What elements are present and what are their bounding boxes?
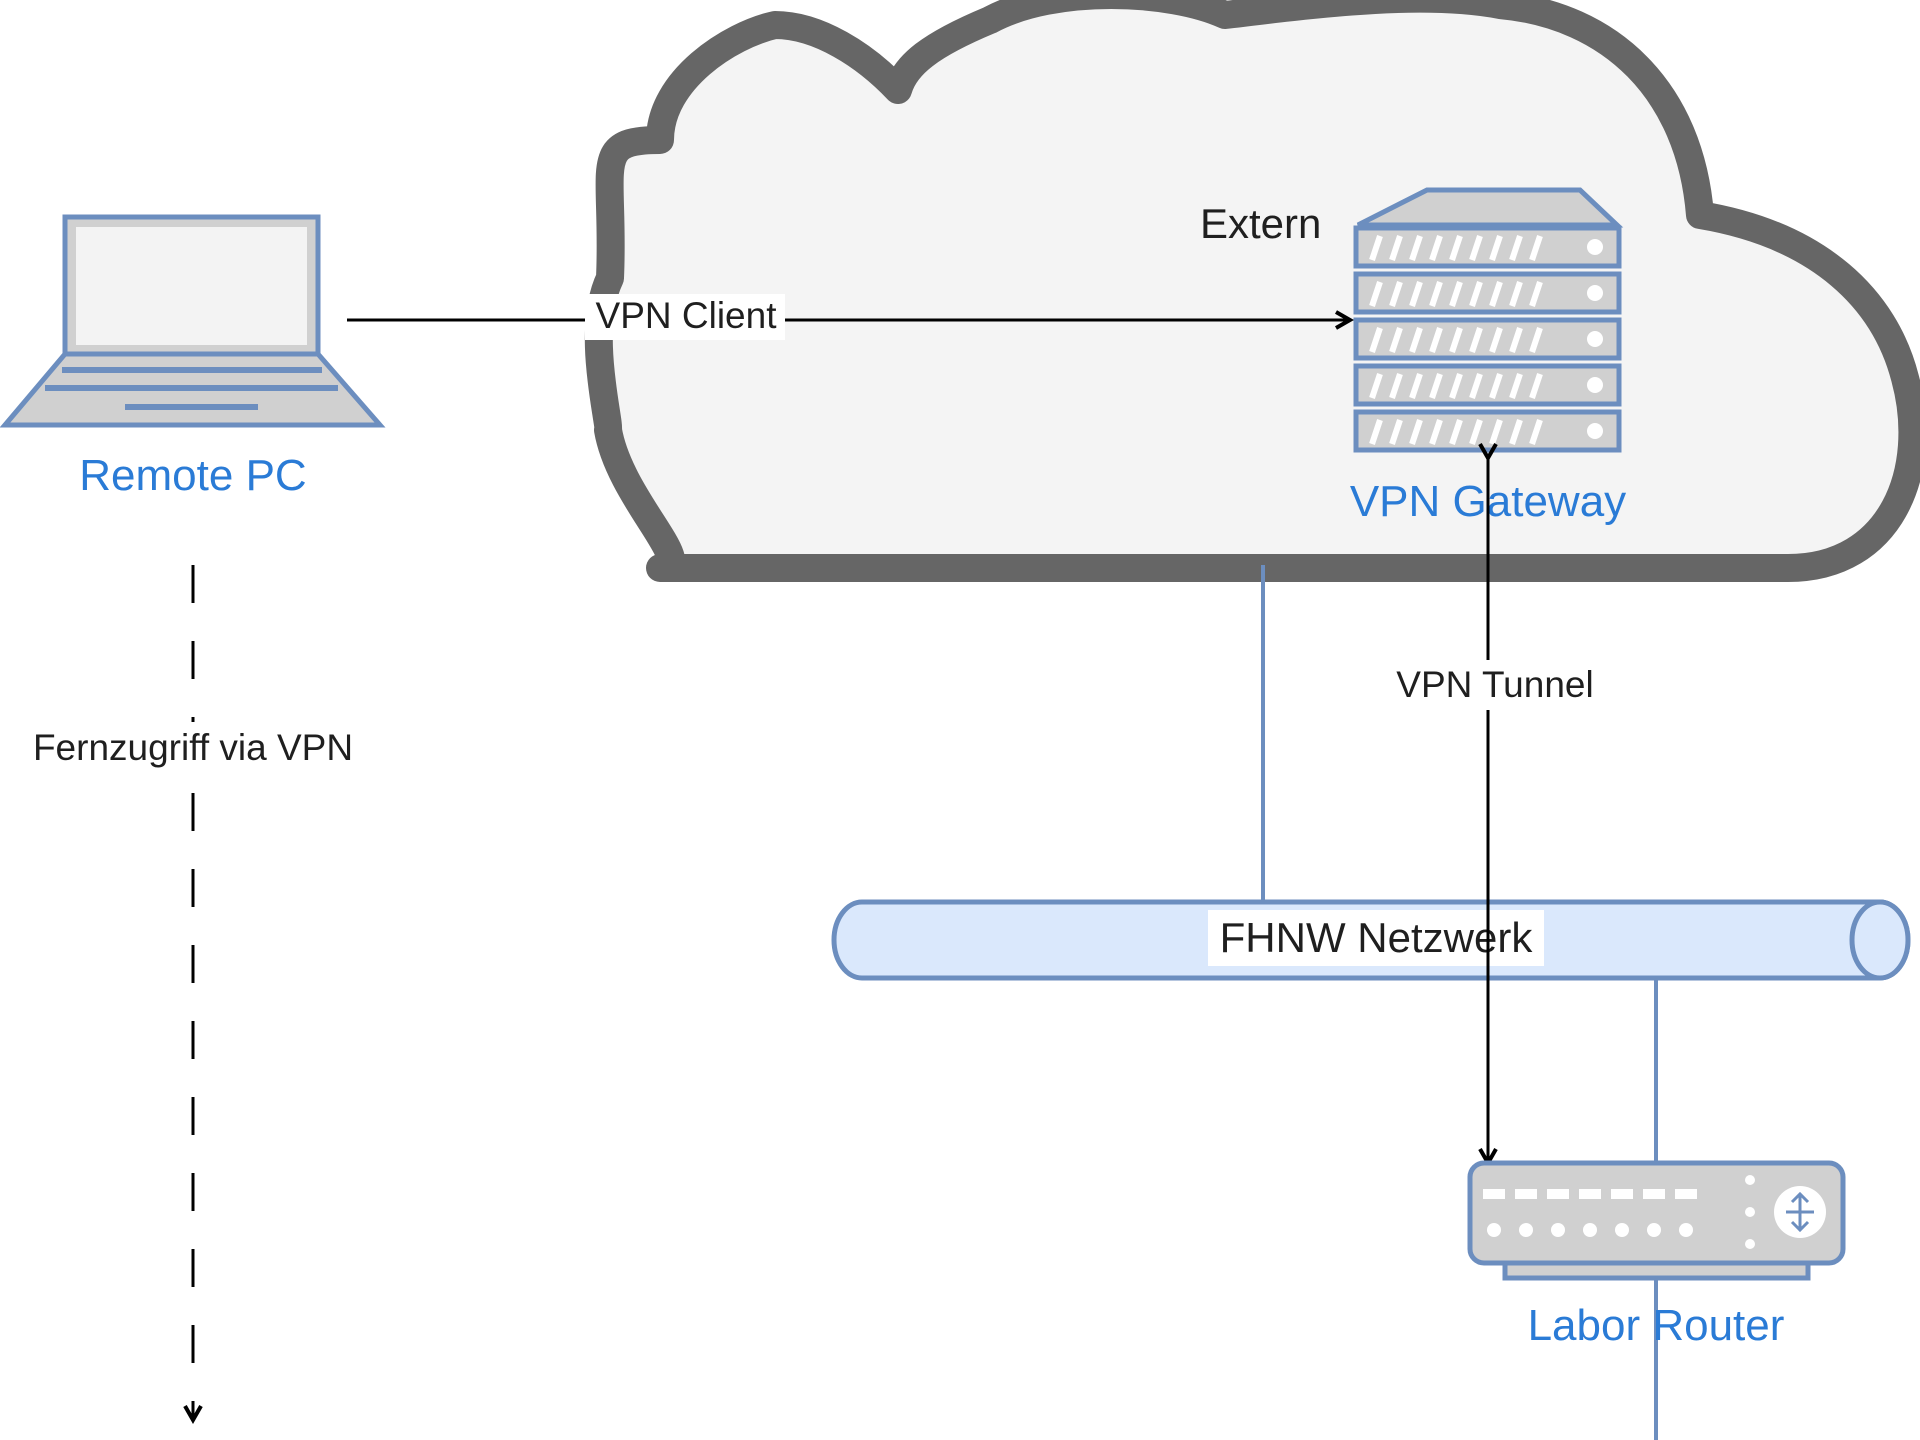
vpn-tunnel-edge: VPN Tunnel xyxy=(1385,458,1605,1163)
cloud-label: Extern xyxy=(1200,200,1321,247)
router-icon xyxy=(1467,1160,1846,1281)
network-pipe-end xyxy=(1849,899,1911,981)
remote-access-label: Fernzugriff via VPN xyxy=(33,727,353,768)
cloud-shape xyxy=(584,0,1920,582)
labor-router-label: Labor Router xyxy=(1528,1301,1785,1350)
vpn-client-label-bg xyxy=(585,294,785,340)
extern-cloud: Extern xyxy=(584,0,1920,582)
remote-access-label-bg xyxy=(12,722,372,772)
remote-access-edge: Fernzugriff via VPN xyxy=(12,565,372,1420)
vpn-tunnel-label-bg xyxy=(1385,660,1605,710)
server-rack-icon xyxy=(1353,187,1624,453)
server-unit-3 xyxy=(1353,317,1622,361)
laptop-icon xyxy=(0,214,386,428)
labor-router-node[interactable]: Labor Router xyxy=(1467,1160,1846,1350)
server-unit-5 xyxy=(1353,409,1622,453)
server-unit-4 xyxy=(1353,363,1622,407)
network-label: FHNW Netzwerk xyxy=(1220,914,1534,961)
vpn-client-edge: VPN Client xyxy=(347,294,1350,340)
vpn-client-label: VPN Client xyxy=(596,295,778,336)
server-unit-2 xyxy=(1353,271,1622,315)
vpn-tunnel-label: VPN Tunnel xyxy=(1396,664,1593,705)
fhnw-network-bus: FHNW Netzwerk xyxy=(831,899,1911,981)
remote-pc-label: Remote PC xyxy=(79,451,306,500)
server-unit-1 xyxy=(1353,225,1622,269)
remote-pc-node[interactable]: Remote PC xyxy=(0,214,386,500)
